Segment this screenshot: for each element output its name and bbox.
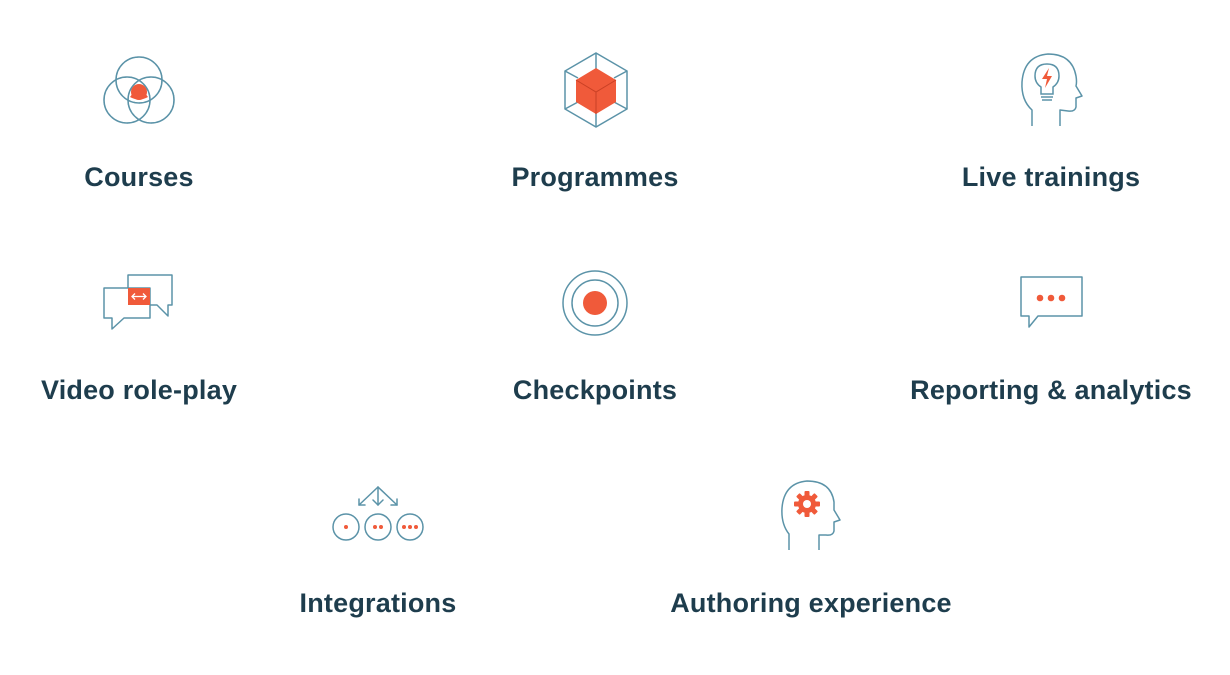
feature-label: Reporting & analytics [910,375,1192,405]
connected-nodes-icon [328,481,430,547]
message-dots-icon [1018,274,1086,332]
feature-label: Integrations [299,588,457,618]
feature-label: Live trainings [961,162,1141,192]
feature-label: Authoring experience [670,588,952,618]
head-lightbulb-icon [1018,50,1084,130]
target-icon [560,268,630,338]
cube-icon [558,50,634,130]
chat-bubbles-icon [102,272,178,334]
feature-label: Video role-play [40,375,238,405]
feature-label: Checkpoints [512,375,678,405]
feature-label: Programmes [511,162,679,192]
head-gear-icon [779,478,843,554]
venn-circles-icon [100,52,180,132]
feature-label: Courses [84,162,194,192]
